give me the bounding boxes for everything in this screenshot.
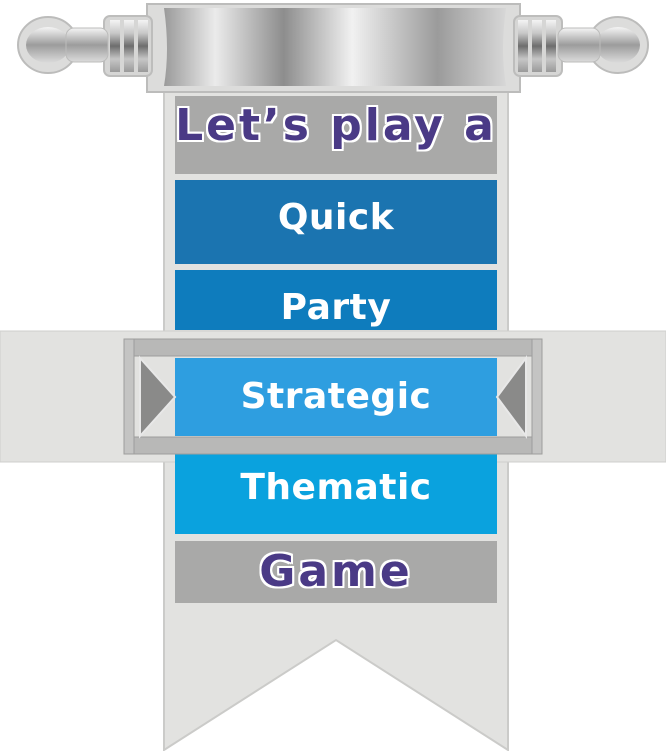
selector-arrow-right-icon[interactable] [495,354,527,440]
option-bar-thematic[interactable] [175,444,497,534]
option-bar-party[interactable] [175,270,497,330]
bottom-bar [175,541,497,603]
option-bar-strategic[interactable] [175,358,497,436]
selector-arrow-left-icon[interactable] [139,355,177,439]
option-party[interactable]: Party [280,287,392,328]
selector-frame [123,338,543,455]
scroll-rod [17,3,649,93]
option-bar-quick[interactable] [175,180,497,264]
banner-bottom: Game [259,546,413,597]
title-bar [175,96,497,174]
banner-title: Let’s play a [175,100,497,151]
option-thematic[interactable]: Thematic [240,467,432,508]
option-quick[interactable]: Quick [277,197,395,238]
option-strategic[interactable]: Strategic [240,376,432,417]
